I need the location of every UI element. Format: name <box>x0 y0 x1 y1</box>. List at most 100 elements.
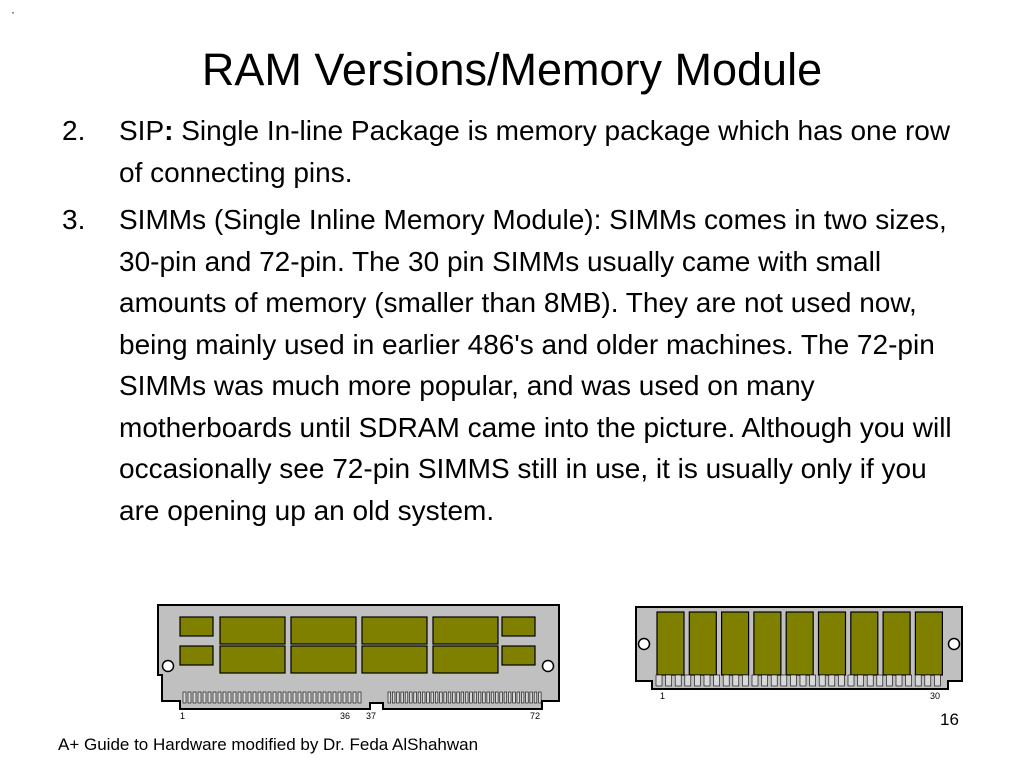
bullet-list: 2. SIP: Single In-line Package is memory… <box>62 110 962 531</box>
pin-label-30: 30 <box>930 691 940 701</box>
contact-pin <box>722 674 730 687</box>
contact-pin <box>490 691 495 704</box>
item-term: SIP <box>119 115 165 146</box>
memory-chip <box>501 616 536 637</box>
contact-pin <box>197 691 202 704</box>
contact-pin <box>512 691 516 704</box>
contact-pin <box>674 674 682 687</box>
contact-pin <box>439 691 443 704</box>
contact-pin <box>905 674 912 687</box>
memory-chip <box>914 611 943 676</box>
contact-pin <box>780 674 788 687</box>
memory-chip <box>361 645 428 674</box>
pin-label-72: 72 <box>530 711 540 721</box>
contact-pin <box>857 674 864 687</box>
contact-pin <box>799 674 807 687</box>
slide-title: RAM Versions/Memory Module <box>201 44 823 95</box>
contact-pin <box>665 674 672 687</box>
contact-pin <box>447 691 452 704</box>
pin-label-37: 37 <box>366 711 376 721</box>
memory-chip <box>219 616 286 645</box>
contact-pin <box>473 691 477 704</box>
simm-72-chips <box>179 616 536 674</box>
contact-pin <box>742 674 749 687</box>
contact-pin <box>287 691 292 704</box>
contact-pin <box>503 691 508 704</box>
contact-pin <box>387 691 391 704</box>
contact-pin <box>684 674 692 687</box>
contact-pin <box>751 674 759 687</box>
contact-pin <box>434 691 439 704</box>
memory-chip <box>501 645 536 666</box>
simm-30-pins <box>655 674 941 687</box>
contact-pin <box>516 691 520 704</box>
contact-pin <box>307 691 312 704</box>
contact-pin <box>322 691 327 704</box>
simm-72-pins <box>182 691 542 704</box>
contact-pin <box>267 691 272 704</box>
contact-pin <box>486 691 490 704</box>
contact-pin <box>242 691 247 704</box>
contact-pin <box>482 691 486 704</box>
contact-pin <box>277 691 282 704</box>
memory-chip <box>179 616 214 637</box>
simm-72-notch-right <box>541 659 555 673</box>
memory-chip <box>432 645 499 674</box>
contact-pin <box>469 691 473 704</box>
item-term-colon: : <box>164 115 174 146</box>
memory-chip <box>850 611 879 676</box>
corner-mark: · <box>11 5 15 19</box>
simm-30-notch-right <box>947 637 961 651</box>
memory-chip <box>817 611 847 676</box>
contact-pin <box>317 691 322 704</box>
contact-pin <box>694 674 701 687</box>
item-text: SIMMs (Single Inline Memory Module): SIM… <box>119 204 952 526</box>
contact-pin <box>443 691 447 704</box>
contact-pin <box>847 674 855 687</box>
contact-pin <box>499 691 503 704</box>
contact-pin <box>818 674 826 687</box>
contact-pin <box>352 691 357 704</box>
contact-pin <box>347 691 352 704</box>
contact-pin <box>525 691 529 704</box>
list-item-sip: 2. SIP: Single In-line Package is memory… <box>62 110 962 193</box>
contact-pin <box>292 691 297 704</box>
contact-pin <box>312 691 317 704</box>
item-text: Single In-line Package is memory package… <box>119 115 951 188</box>
contact-pin <box>732 674 740 687</box>
contact-pin <box>282 691 287 704</box>
contact-pin <box>886 674 893 687</box>
contact-pin <box>227 691 232 704</box>
contact-pin <box>533 691 538 704</box>
item-number: 2. <box>62 115 86 146</box>
contact-pin <box>452 691 456 704</box>
pin-label-1: 1 <box>180 711 185 721</box>
simm-30-notch-left <box>637 637 651 651</box>
contact-pin <box>934 674 941 687</box>
contact-pin <box>297 691 302 704</box>
contact-pin <box>460 691 465 704</box>
contact-pin <box>396 691 400 704</box>
memory-chip <box>882 611 911 676</box>
contact-pin <box>342 691 347 704</box>
contact-pin <box>252 691 257 704</box>
memory-chip <box>219 645 286 674</box>
page-number: 16 <box>940 710 959 729</box>
contact-pin <box>222 691 227 704</box>
contact-pin <box>357 691 362 704</box>
memory-chip <box>290 645 357 674</box>
contact-pin <box>876 674 884 687</box>
item-number: 3. <box>62 204 86 235</box>
list-item-simms: 3. SIMMs (Single Inline Memory Module): … <box>62 199 962 531</box>
contact-pin <box>409 691 413 704</box>
contact-pin <box>337 691 342 704</box>
simm-30-pin-illustration: 1 30 <box>635 606 963 701</box>
pin-label-36: 36 <box>340 711 350 721</box>
contact-pin <box>247 691 252 704</box>
contact-pin <box>212 691 217 704</box>
footer-text: A+ Guide to Hardware modified by Dr. Fed… <box>58 735 479 754</box>
pin-label-1: 1 <box>660 691 665 701</box>
contact-pin <box>400 691 404 704</box>
contact-pin <box>703 674 711 687</box>
contact-pin <box>520 691 525 704</box>
